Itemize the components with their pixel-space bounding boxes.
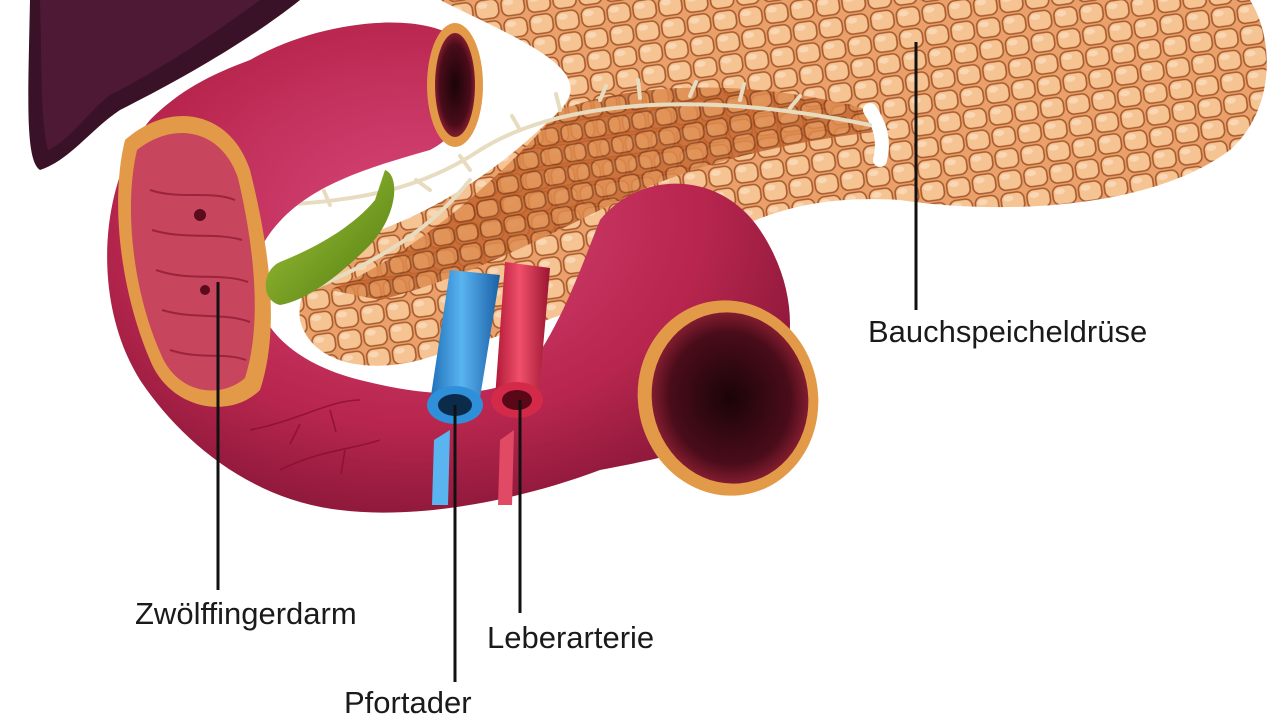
label-portal-vein: Pfortader — [344, 685, 472, 720]
bile-duct — [265, 170, 395, 305]
duodenum — [107, 22, 791, 513]
hepatic-artery — [491, 262, 550, 505]
duodenum-upper-opening — [427, 23, 483, 147]
label-hepatic-artery: Leberarterie — [487, 620, 655, 655]
leader-lines — [216, 42, 918, 682]
duodenum-opened-wall — [118, 116, 271, 407]
jejunum-opening — [637, 300, 819, 496]
label-pancreas: Bauchspeicheldrüse — [868, 314, 1148, 349]
label-duodenum: Zwölffingerdarm — [135, 596, 357, 631]
